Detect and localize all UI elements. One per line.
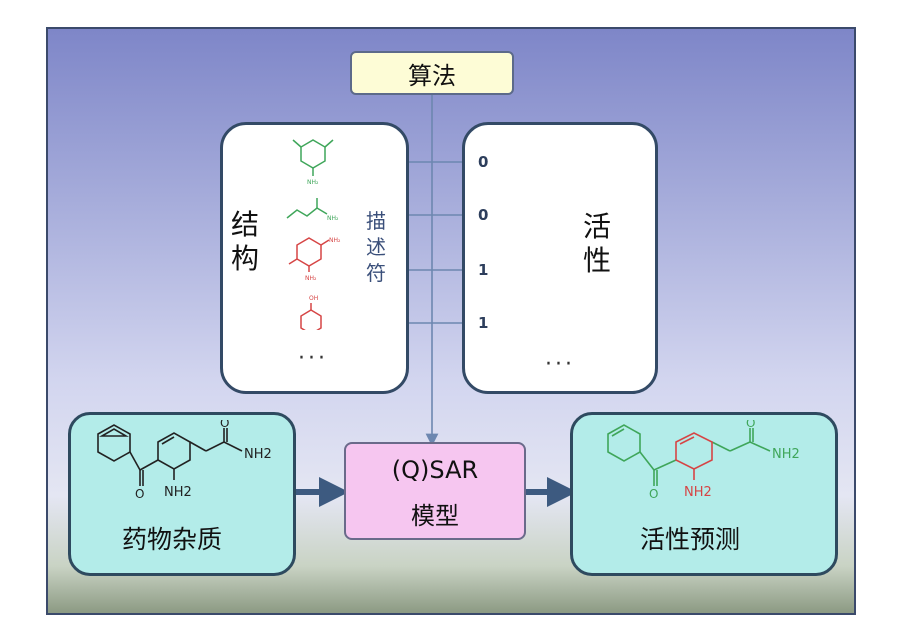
activity-prediction-box [570,412,838,576]
impurity-oxygen: O [220,420,229,430]
activity-label: 活 性 [582,210,611,277]
qsar-model-box: (Q)SAR 模型 [344,442,526,540]
prediction-ketone-oxygen: O [649,487,658,501]
structure-molecule-list: NH₂ NH₂ NH₂ NH₂ OH [286,139,341,330]
algorithm-label: 算法 [408,61,456,90]
molecule-red-benzylalcohol [300,303,322,330]
structure-label: 结 构 [230,208,259,275]
activity-value: 0 [478,153,489,171]
prediction-molecule: O O NH2 NH2 [607,420,800,501]
activity-value: 0 [478,206,489,224]
output-caption: 活性预测 [640,525,741,554]
model-name: (Q)SAR [391,456,479,484]
structure-ellipsis: ··· [298,346,328,371]
drug-impurity-box [68,412,296,576]
activity-value: 1 [478,261,489,279]
impurity-molecule: O O NH2 NH2 [97,420,272,501]
activity-ellipsis: ··· [545,352,575,377]
prediction-oxygen: O [746,420,755,430]
impurity-ring-nh2: NH2 [164,485,192,500]
struct-nh2-a: NH₂ [307,179,319,186]
input-caption: 药物杂质 [122,525,223,554]
struct-nh2-b: NH₂ [327,215,339,222]
molecule-red-diamine [288,237,330,272]
activity-value: 1 [478,314,489,332]
prediction-ring-nh2: NH2 [684,485,712,500]
struct-nh2-d: NH₂ [305,275,317,282]
molecule-green-butanamide [286,198,328,219]
impurity-ketone-oxygen: O [135,487,144,501]
model-label: 模型 [411,502,459,530]
algorithm-box: 算法 [350,51,514,95]
molecule-green-dimethylaniline [292,139,334,176]
impurity-amide-nh2: NH2 [244,447,272,462]
struct-oh: OH [309,295,318,302]
activity-card [462,122,658,394]
struct-nh2-c: NH₂ [329,237,341,244]
prediction-amide-nh2: NH2 [772,447,800,462]
descriptor-label: 描 述 符 [366,209,386,285]
